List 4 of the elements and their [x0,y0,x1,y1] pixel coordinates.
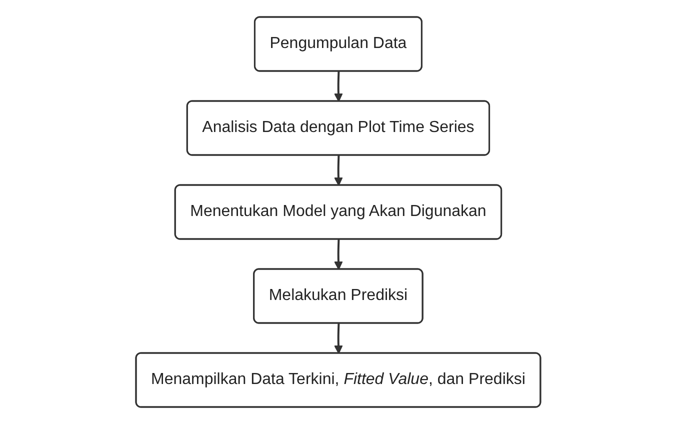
arrow [334,154,344,186]
arrow [334,238,344,270]
arrow [334,322,344,354]
arrow [334,70,344,102]
